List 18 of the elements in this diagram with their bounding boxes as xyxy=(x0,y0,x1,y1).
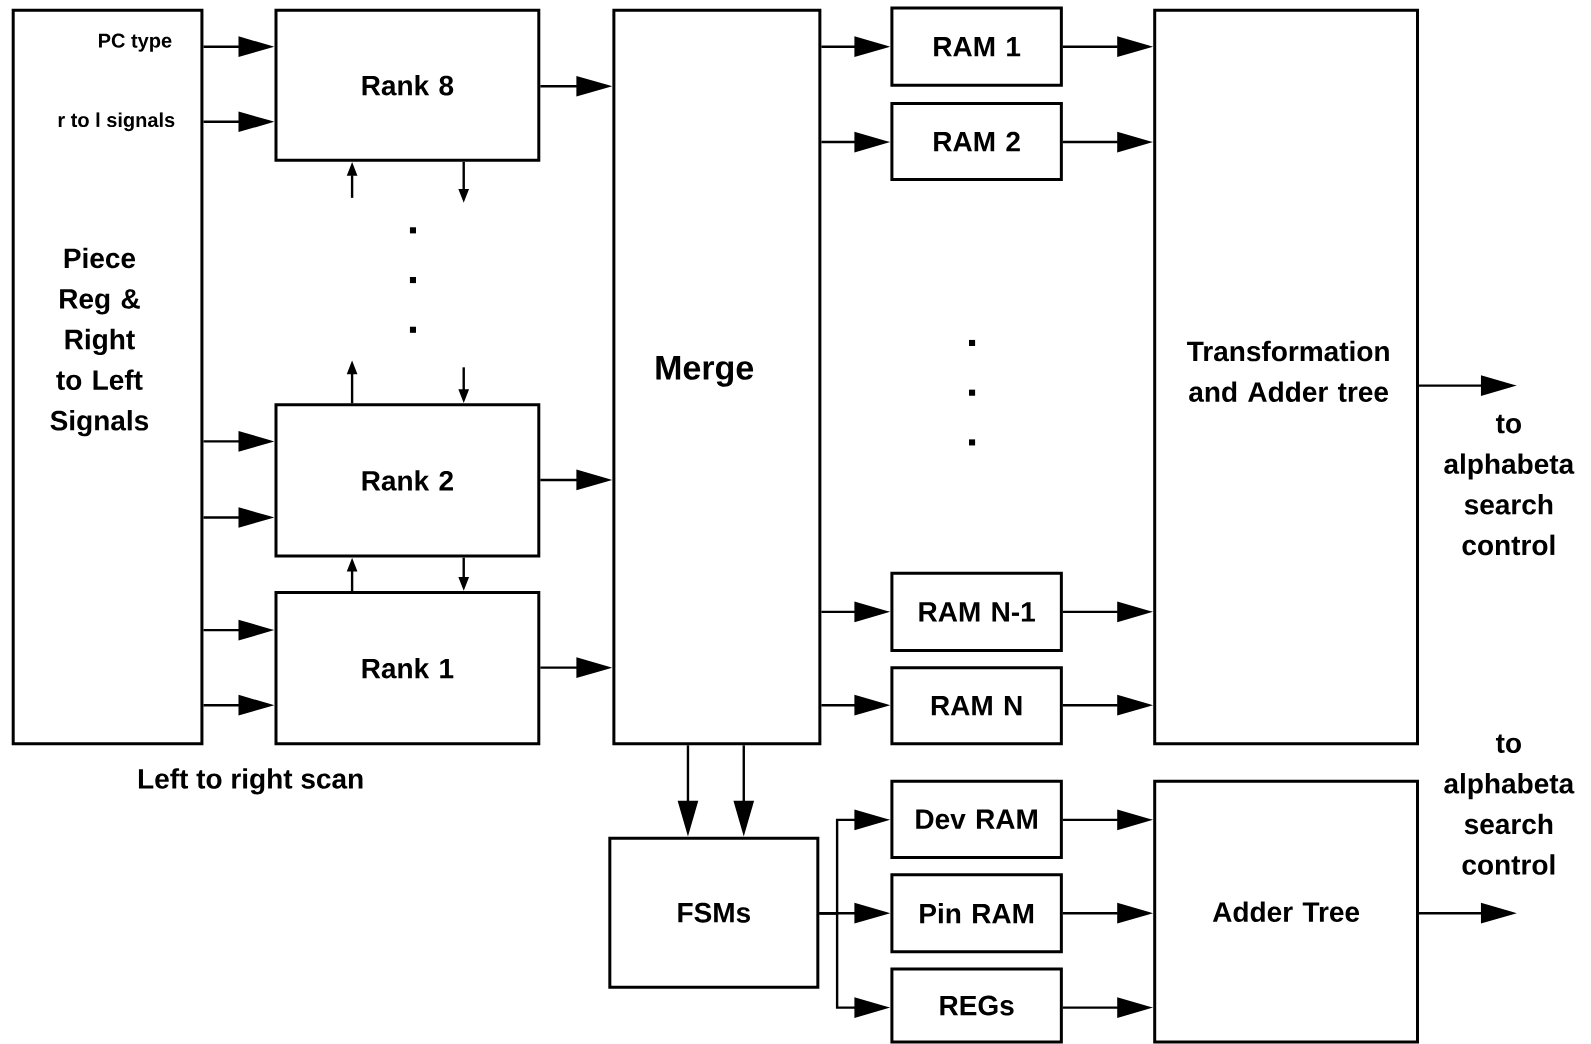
block-box: FSMs xyxy=(608,836,820,989)
edge-label: to alphabeta search control xyxy=(1430,732,1587,877)
block-box: PC type r to l signals Piece Reg & Right to Left Signals xyxy=(11,8,204,746)
block-box: RAM N-1 xyxy=(890,571,1063,652)
block-box: Transformation and Adder tree xyxy=(1153,8,1419,746)
block-box: Rank 2 xyxy=(274,403,541,558)
caption-label: Left to right scan xyxy=(138,768,363,795)
block-box: Rank 8 xyxy=(274,8,541,162)
block-box: Adder Tree xyxy=(1153,779,1419,1044)
block-box: RAM 1 xyxy=(890,6,1063,87)
block-box: Merge xyxy=(612,8,822,746)
block-box: Pin RAM xyxy=(890,873,1063,954)
block-box: Dev RAM xyxy=(890,779,1063,859)
edge-label: to alphabeta search control xyxy=(1430,412,1587,558)
block-box: REGs xyxy=(890,967,1063,1044)
block-box: RAM 2 xyxy=(890,101,1063,182)
block-box: RAM N xyxy=(890,666,1063,746)
block-box: Rank 1 xyxy=(274,591,541,746)
